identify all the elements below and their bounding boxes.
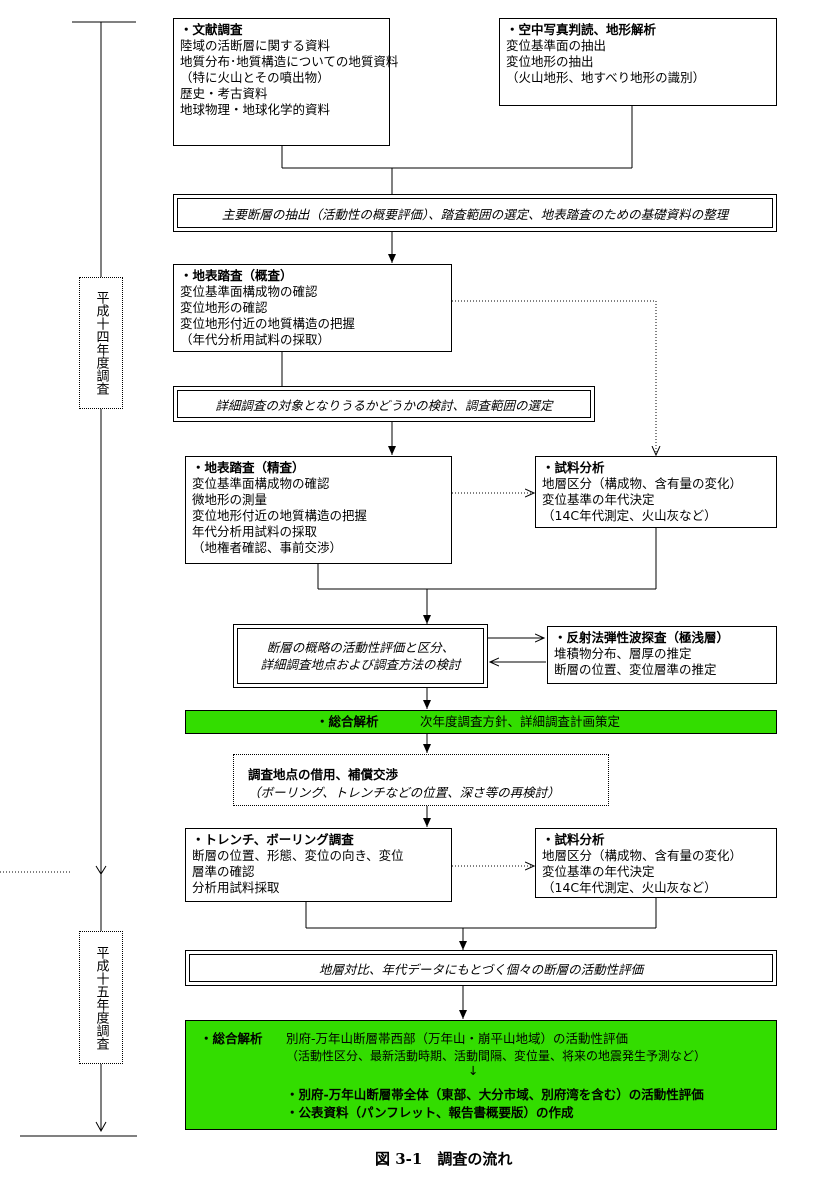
sample-analysis-title: ・試料分析 [542,832,605,847]
survey-rough-line: 変位地形の確認 [180,300,268,315]
period-label-h14: 平成十四年度調査 [79,277,123,409]
synthesis2-line2: （活動性区分、最新活動時期、活動間隔、変位量、将来の地震発生予測など） [286,1049,707,1063]
synthesis1-title: ・総合解析 [316,714,379,729]
trench-line: 断層の位置、形態、変位の向き、変位 [192,848,404,863]
literature-line: （特に火山とその噴出物） [180,70,330,85]
field-survey-fine-box: ・地表踏査（精査） 変位基準面構成物の確認 微地形の測量 変位地形付近の地質構造… [185,456,452,564]
aerial-line: 変位基準面の抽出 [506,38,607,53]
seismic-survey-box: ・反射法弾性波探査（極浅層） 堆積物分布、層厚の推定 断層の位置、変位層準の推定 [547,626,777,684]
survey-fine-line: 年代分析用試料の採取 [192,524,318,539]
sample-analysis-box-1: ・試料分析 地層区分（構成物、含有量の変化） 変位基準の年代決定 （14C年代測… [535,456,777,528]
seismic-line: 断層の位置、変位層準の推定 [554,662,717,677]
aerial-photo-box: ・空中写真判読、地形解析 変位基準面の抽出 変位地形の抽出 （火山地形、地すべり… [499,18,777,106]
aerial-line: （火山地形、地すべり地形の識別） [506,70,706,85]
field-survey-rough-title: ・地表踏査（概査） [180,268,293,283]
aerial-photo-title: ・空中写真判読、地形解析 [506,22,657,37]
field-survey-rough-box: ・地表踏査（概査） 変位基準面構成物の確認 変位地形の確認 変位地形付近の地質構… [173,264,452,352]
fault-evaluation-box: 断層の概略の活動性評価と区分、 詳細調査地点および調査方法の検討 [233,624,488,688]
synthesis2-title: ・総合解析 [200,1031,263,1046]
site-negotiation-sub: （ボーリング、トレンチなどの位置、深さ等の再検討） [248,785,560,800]
period-label-h15: 平成十五年度調査 [79,931,123,1064]
literature-line: 地質分布･地質構造についての地質資料 [180,54,399,69]
survey-rough-line: （年代分析用試料の採取） [180,332,331,347]
site-negotiation-title: 調査地点の借用、補償交渉 [248,767,399,782]
field-survey-fine-title: ・地表踏査（精査） [192,460,305,475]
literature-line: 陸域の活断層に関する資料 [180,38,331,53]
detail-survey-selection-box: 詳細調査の対象となりうるかどうかの検討、調査範囲の選定 [173,386,595,422]
fault-extraction-text: 主要断層の抽出（活動性の概要評価）、踏査範囲の選定、地表踏査のための基礎資料の整… [177,198,773,228]
survey-fine-line: 変位地形付近の地質構造の把握 [192,508,368,523]
sample2-line: （14C年代測定、火山灰など） [542,880,717,895]
trench-line: 分析用試料採取 [192,880,280,895]
sample-analysis-title: ・試料分析 [542,460,605,475]
sample2-line: 地層区分（構成物、含有量の変化） [542,848,743,863]
fault-extraction-box: 主要断層の抽出（活動性の概要評価）、踏査範囲の選定、地表踏査のための基礎資料の整… [173,194,777,232]
literature-survey-box: ・文献調査 陸域の活断層に関する資料 地質分布･地質構造についての地質資料 （特… [173,18,399,146]
literature-line: 地球物理・地球化学的資料 [180,102,331,117]
sample1-line: （14C年代測定、火山灰など） [542,508,717,523]
seismic-line: 堆積物分布、層厚の推定 [554,646,692,661]
survey-fine-line: 微地形の測量 [192,492,268,507]
trench-boring-box: ・トレンチ、ボーリング調査 断層の位置、形態、変位の向き、変位 層準の確認 分析… [185,828,452,902]
seismic-survey-title: ・反射法弾性波探査（極浅層） [554,630,730,645]
survey-rough-line: 変位基準面構成物の確認 [180,284,318,299]
detail-survey-selection-text: 詳細調査の対象となりうるかどうかの検討、調査範囲の選定 [177,390,591,418]
synthesis-bar-1: ・総合解析 次年度調査方針、詳細調査計画策定 [185,710,777,734]
fault-evaluation-line: 断層の概略の活動性評価と区分、 [266,640,455,655]
synthesis2-bullet1: ・別府-万年山断層帯全体（東部、大分市域、別府湾を含む）の活動性評価 [286,1087,704,1102]
fault-evaluation-inner: 断層の概略の活動性評価と区分、 詳細調査地点および調査方法の検討 [237,628,484,684]
survey-fine-line: 変位基準面構成物の確認 [192,476,330,491]
survey-rough-line: 変位地形付近の地質構造の把握 [180,316,356,331]
sample2-line: 変位基準の年代決定 [542,864,655,879]
synthesis-box-2: ・総合解析 別府-万年山断層帯西部（万年山・崩平山地域）の活動性評価 （活動性区… [185,1020,777,1130]
survey-fine-line: （地権者確認、事前交渉） [192,540,343,555]
synthesis2-bullet2: ・公表資料（パンフレット、報告書概要版）の作成 [286,1105,574,1120]
literature-line: 歴史・考古資料 [180,86,268,101]
fault-evaluation-line: 詳細調査地点および調査方法の検討 [260,657,461,672]
sample1-line: 地層区分（構成物、含有量の変化） [542,476,743,491]
down-arrow-icon: ↓ [468,1063,479,1078]
site-negotiation-box: 調査地点の借用、補償交渉 （ボーリング、トレンチなどの位置、深さ等の再検討） [233,754,609,806]
trench-boring-title: ・トレンチ、ボーリング調査 [192,832,354,847]
synthesis2-line1: 別府-万年山断層帯西部（万年山・崩平山地域）の活動性評価 [286,1031,629,1046]
figure-caption: 図 3-1 調査の流れ [375,1150,513,1168]
sample-analysis-box-2: ・試料分析 地層区分（構成物、含有量の変化） 変位基準の年代決定 （14C年代測… [535,828,777,898]
synthesis1-text: 次年度調査方針、詳細調査計画策定 [420,714,621,729]
stratigraphic-comparison-text: 地層対比、年代データにもとづく個々の断層の活動性評価 [189,954,773,982]
sample1-line: 変位基準の年代決定 [542,492,655,507]
trench-line: 層準の確認 [192,864,255,879]
stratigraphic-comparison-box: 地層対比、年代データにもとづく個々の断層の活動性評価 [185,950,777,986]
aerial-line: 変位地形の抽出 [506,54,594,69]
literature-survey-title: ・文献調査 [180,22,243,37]
